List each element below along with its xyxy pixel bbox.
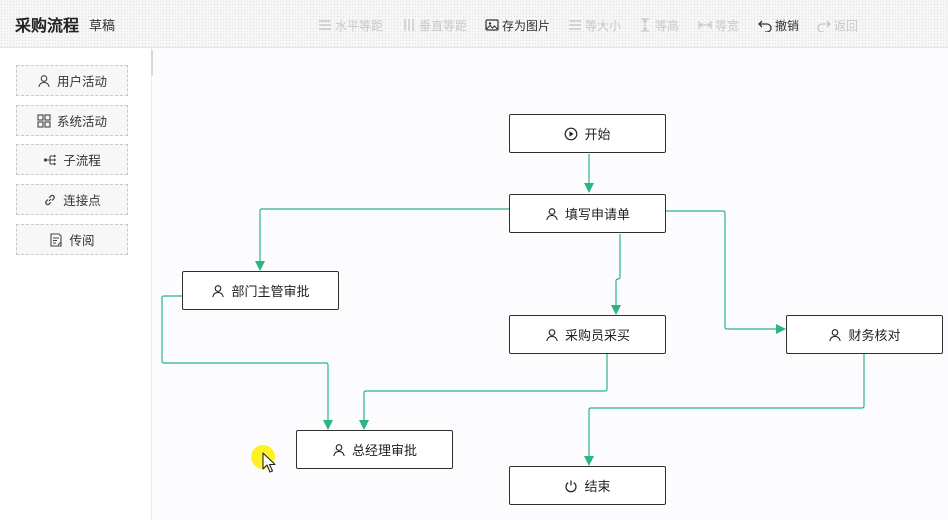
same-width-button[interactable]: 等宽	[698, 16, 739, 34]
node-purchaser[interactable]: 采购员采买	[509, 315, 666, 354]
node-end[interactable]: 结束	[509, 466, 666, 505]
power-icon	[565, 480, 578, 492]
palette-label: 传阅	[69, 233, 95, 248]
same-height-icon	[641, 18, 649, 32]
mouse-cursor-icon	[262, 452, 276, 473]
palette-subprocess[interactable]: 子流程	[16, 144, 128, 175]
same-height-button[interactable]: 等高	[638, 16, 679, 34]
align-horizontal-icon	[319, 20, 331, 30]
palette-label: 系统活动	[56, 114, 107, 129]
same-height-label: 等高	[655, 18, 680, 33]
node-dept-approval[interactable]: 部门主管审批	[182, 271, 339, 310]
user-icon	[38, 74, 50, 87]
same-size-button[interactable]: 等大小	[568, 16, 621, 34]
node-gm-approval[interactable]: 总经理审批	[296, 430, 453, 469]
align-vertical-button[interactable]: 垂直等距	[402, 16, 467, 34]
palette-label: 子流程	[63, 153, 101, 168]
same-width-label: 等宽	[715, 18, 740, 33]
undo-icon	[758, 20, 772, 32]
same-size-icon	[569, 20, 581, 30]
undo-button[interactable]: 撤销	[758, 16, 799, 34]
node-fill-application[interactable]: 填写申请单	[509, 194, 666, 233]
node-palette: 用户活动 系统活动 子流程 连接点 传阅	[0, 48, 152, 520]
user-icon	[829, 328, 842, 341]
top-bar: 采购流程 草稿 水平等距 垂直等距 存为图片 等大小 等高 等宽 撤销	[0, 0, 948, 48]
node-label: 财务核对	[848, 329, 901, 344]
node-start[interactable]: 开始	[509, 114, 666, 153]
page-title: 采购流程	[15, 16, 80, 35]
subprocess-icon	[44, 154, 56, 165]
link-icon	[45, 194, 56, 205]
user-icon	[546, 328, 558, 341]
palette-label: 连接点	[63, 193, 101, 208]
align-vertical-label: 垂直等距	[419, 18, 468, 33]
node-finance-check[interactable]: 财务核对	[786, 315, 943, 354]
save-image-button[interactable]: 存为图片	[485, 16, 550, 34]
palette-system-activity[interactable]: 系统活动	[16, 105, 128, 136]
node-label: 开始	[584, 128, 611, 143]
align-horizontal-label: 水平等距	[335, 18, 384, 33]
image-icon	[485, 19, 499, 31]
play-icon	[565, 127, 578, 140]
palette-label: 用户活动	[56, 74, 107, 89]
redo-icon	[817, 20, 831, 32]
same-width-icon	[698, 21, 712, 29]
palette-circulate[interactable]: 传阅	[16, 224, 128, 255]
user-icon	[212, 284, 225, 297]
undo-label: 撤销	[775, 18, 800, 33]
grid-icon	[37, 113, 51, 128]
align-horizontal-button[interactable]: 水平等距	[318, 16, 383, 34]
same-size-label: 等大小	[585, 18, 622, 33]
user-icon	[546, 207, 558, 220]
palette-connector[interactable]: 连接点	[16, 184, 128, 215]
node-label: 总经理审批	[351, 444, 417, 459]
align-vertical-icon	[404, 19, 414, 31]
palette-user-activity[interactable]: 用户活动	[16, 65, 128, 96]
node-label: 采购员采买	[564, 329, 630, 344]
redo-button[interactable]: 返回	[817, 16, 858, 34]
document-icon	[50, 232, 63, 247]
user-icon	[333, 443, 345, 456]
node-label: 填写申请单	[564, 208, 630, 223]
status-badge: 草稿	[89, 19, 116, 34]
node-label: 部门主管审批	[231, 285, 310, 300]
save-image-label: 存为图片	[502, 18, 551, 33]
node-label: 结束	[584, 480, 611, 495]
redo-label: 返回	[834, 18, 859, 33]
